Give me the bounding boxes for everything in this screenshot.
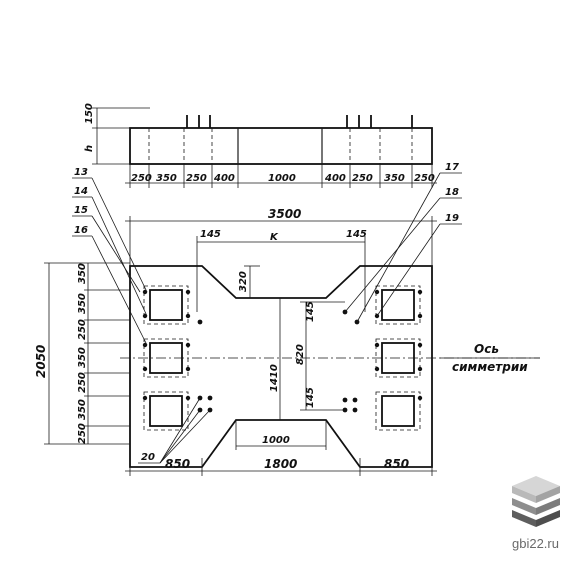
side-view-outline <box>129 127 433 165</box>
left-dim-2: 350 <box>77 293 88 314</box>
bottom-dim-right: 850 <box>384 457 409 471</box>
left-dim-5: 250 <box>77 372 88 393</box>
notch-depth-dim: 320 <box>238 271 249 292</box>
center-height-dim: 1410 <box>269 364 280 392</box>
callouts-left: 13 14 15 16 <box>72 167 148 346</box>
side-view: 150 h 250 350 250 400 1000 400 250 350 2… <box>84 103 437 188</box>
side-dim-1: 250 <box>131 173 152 184</box>
side-top-dim: 150 <box>84 103 95 124</box>
stack-logo-icon <box>512 476 560 527</box>
side-dim-7: 250 <box>352 173 373 184</box>
axis-label-line2: симметрии <box>452 360 528 374</box>
side-dim-6: 400 <box>324 173 346 184</box>
k-dim: K <box>270 232 279 243</box>
left-dim-1: 350 <box>77 263 88 284</box>
side-dim-3: 250 <box>186 173 207 184</box>
embedded-parts <box>142 289 423 413</box>
callout-14: 14 <box>74 186 88 197</box>
left-dim-6: 350 <box>77 399 88 420</box>
side-dim-4: 400 <box>213 173 235 184</box>
left-dim-7: 250 <box>77 423 88 444</box>
callout-20: 20 <box>141 452 155 463</box>
callout-bottom: 20 <box>138 397 211 464</box>
bottom-dim-center: 1800 <box>264 457 297 471</box>
center-mid-dim: 820 <box>295 344 306 365</box>
side-height-dim: h <box>84 145 95 152</box>
height-total-dim: 2050 <box>34 345 48 378</box>
left-offset-dim: 145 <box>200 229 221 240</box>
watermark: gbi22.ru <box>512 476 560 551</box>
left-sockets <box>143 285 189 431</box>
side-dim-2: 350 <box>156 173 177 184</box>
side-dim-8: 350 <box>384 173 405 184</box>
plan-view: 3500 K 145 145 320 1410 820 145 145 Ось … <box>34 207 540 476</box>
side-dim-9: 250 <box>414 173 435 184</box>
callout-16: 16 <box>74 225 88 236</box>
watermark-text: gbi22.ru <box>512 536 559 551</box>
axis-label-line1: Ось <box>474 342 499 356</box>
callout-19: 19 <box>445 213 459 224</box>
callout-15: 15 <box>74 205 88 216</box>
right-sockets <box>375 285 421 431</box>
callout-17: 17 <box>445 162 459 173</box>
left-dim-4: 350 <box>77 347 88 368</box>
side-dim-5: 1000 <box>268 173 296 184</box>
bottom-dim-left: 850 <box>165 457 190 471</box>
callout-13: 13 <box>74 167 88 178</box>
overall-width-dim: 3500 <box>268 207 301 221</box>
callout-18: 18 <box>445 187 459 198</box>
bottom-notch-dim: 1000 <box>262 435 290 446</box>
right-lower-dim: 145 <box>305 387 316 408</box>
right-upper-dim: 145 <box>305 301 316 322</box>
left-dim-3: 250 <box>77 319 88 340</box>
right-offset-dim: 145 <box>346 229 367 240</box>
callouts-right: 17 18 19 <box>344 162 462 323</box>
